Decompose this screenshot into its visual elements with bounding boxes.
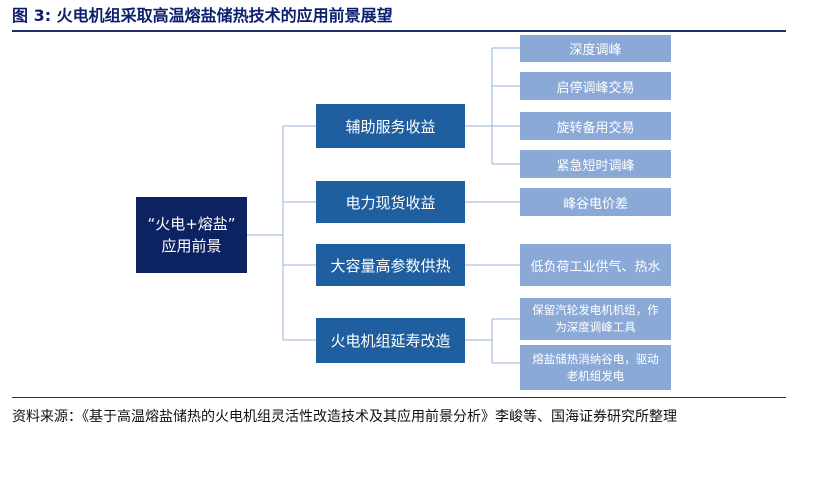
leaf-industrial-steam-hot-water: 低负荷工业供气、热水 xyxy=(520,244,671,286)
leaf-keep-turbine-generator: 保留汽轮发电机机组，作 为深度调峰工具 xyxy=(520,298,671,340)
root-node: “火电+熔盐” 应用前景 xyxy=(136,197,247,273)
title-rule xyxy=(12,30,786,32)
leaf-molten-salt-valley-power: 熔盐储热消纳谷电，驱动 老机组发电 xyxy=(520,345,671,390)
root-node-line-1: “火电+熔盐” xyxy=(147,215,236,233)
leaf-keep-turbine-generator-line-1: 保留汽轮发电机机组，作 xyxy=(532,303,659,317)
source-rule xyxy=(12,397,786,398)
figure-title: 图 3: 火电机组采取高温熔盐储热技术的应用前景展望 xyxy=(12,6,393,25)
branch-node-heat-supply: 大容量高参数供热 xyxy=(316,244,465,286)
branch-node-ancillary-services: 辅助服务收益 xyxy=(316,104,465,148)
leaf-deep-peak-regulation: 深度调峰 xyxy=(520,35,671,62)
leaf-peak-valley-price-spread: 峰谷电价差 xyxy=(520,188,671,216)
root-node-line-2: 应用前景 xyxy=(161,237,222,255)
leaf-emergency-peak-regulation: 紧急短时调峰 xyxy=(520,150,671,178)
leaf-molten-salt-valley-power-line-1: 熔盐储热消纳谷电，驱动 xyxy=(532,351,659,366)
leaf-molten-salt-valley-power-line-2: 老机组发电 xyxy=(566,368,625,383)
branch-node-life-extension: 火电机组延寿改造 xyxy=(316,318,465,363)
source-note: 资料来源：《基于高温熔盐储热的火电机组灵活性改造技术及其应用前景分析》李峻等、国… xyxy=(12,409,677,425)
branch-node-spot-market: 电力现货收益 xyxy=(316,181,465,223)
leaf-start-stop-peak-trading: 启停调峰交易 xyxy=(520,72,671,100)
leaf-spinning-reserve-trading: 旋转备用交易 xyxy=(520,112,671,140)
leaf-keep-turbine-generator-line-2: 为深度调峰工具 xyxy=(555,320,636,334)
